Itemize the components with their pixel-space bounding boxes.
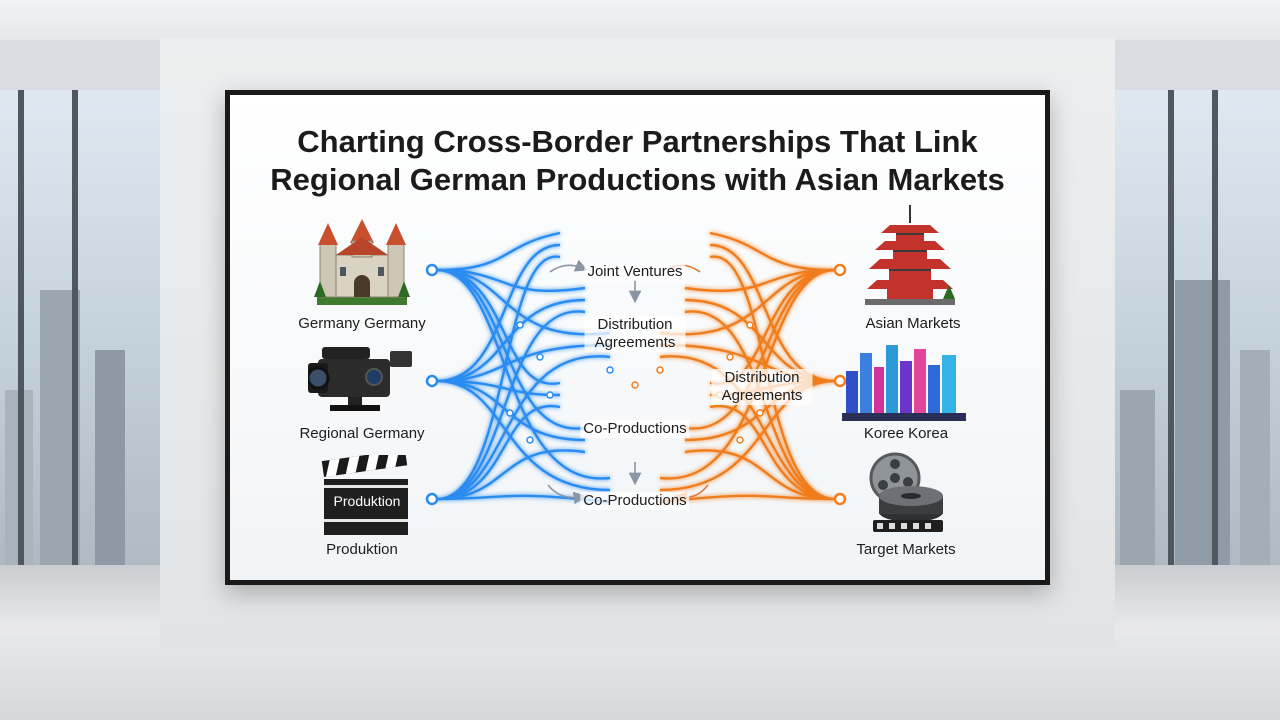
window-frame (1168, 90, 1174, 570)
right-node-label-3: Target Markets (856, 541, 956, 558)
left-node-label-2: Regional Germany (299, 425, 425, 442)
german-link-0-1 (436, 268, 586, 292)
asian-link-lines (659, 231, 836, 504)
junction-dot (536, 353, 544, 361)
clapperboard-text: Produktion (333, 493, 401, 509)
german-link-lines (436, 231, 611, 504)
asian-link-2-3 (709, 404, 836, 501)
window-frame (1212, 90, 1218, 570)
diagram-title: Charting Cross-Border Partnerships That … (230, 123, 1045, 199)
pagoda-icon (865, 205, 955, 305)
left-node-label-1: Germany Germany (298, 315, 426, 332)
window-frame (18, 90, 24, 570)
asian-link-0-0 (709, 231, 836, 272)
junction-dot (656, 366, 664, 374)
junction-dot (726, 353, 734, 361)
asian-link-1-0 (709, 243, 836, 383)
film-camera-icon (308, 347, 412, 411)
german-link-1-2 (436, 343, 611, 383)
asian-link-2-2 (659, 355, 836, 501)
co-productions-label-bottom: Co-Productions (580, 492, 690, 510)
junction-dot (546, 391, 554, 399)
window-frame (72, 90, 78, 570)
german-link-2-4 (436, 449, 586, 501)
german-link-0-5 (436, 268, 611, 480)
board-surface: Charting Cross-Border Partnerships That … (230, 95, 1045, 580)
german-link-1-5 (436, 379, 611, 492)
asian-link-0-4 (684, 268, 836, 430)
co-productions-label-middle: Co-Productions (580, 420, 690, 438)
network-diagram (425, 231, 847, 506)
left-node-label-3: Produktion (326, 541, 398, 558)
german-link-2-3 (436, 404, 561, 501)
left-window (0, 90, 160, 570)
right-window (1115, 90, 1280, 570)
junction-dots (506, 321, 764, 444)
german-link-1-3 (436, 379, 561, 397)
german-link-2-1 (436, 310, 586, 501)
title-line-2: Regional German Productions with Asian M… (270, 162, 1005, 197)
asian-link-2-4 (684, 449, 836, 501)
right-node-label-1: Asian Markets (865, 315, 961, 332)
asian-endpoint-nodes (833, 263, 847, 506)
joint-ventures-label: Joint Ventures (584, 263, 686, 281)
german-link-2-2 (436, 355, 611, 501)
distribution-agreements-label-left: Distribution Agreements (584, 316, 686, 352)
german-link-0-0 (436, 231, 561, 272)
film-reel-icon (869, 452, 943, 532)
distribution-agreements-label-right: Distribution Agreements (711, 369, 813, 405)
german-link-1-1 (436, 298, 586, 383)
german-link-1-0 (436, 243, 561, 383)
ceiling (0, 0, 1280, 40)
german-link-0-2 (436, 268, 611, 336)
german-link-1-4 (436, 379, 586, 442)
asian-link-0-2 (659, 268, 836, 336)
german-link-0-4 (436, 268, 586, 430)
junction-dot (526, 436, 534, 444)
german-endpoint-nodes (425, 263, 439, 506)
clapperboard-icon: Produktion (320, 455, 410, 537)
arrow-to-joint-ventures (549, 259, 588, 273)
junction-dot (746, 321, 754, 329)
junction-dot (756, 409, 764, 417)
junction-dot (606, 366, 614, 374)
asian-link-2-5 (659, 494, 836, 504)
german-link-2-0 (436, 255, 561, 501)
junction-dot (736, 436, 744, 444)
city-skyline-icon (842, 345, 966, 421)
presentation-board: Charting Cross-Border Partnerships That … (225, 90, 1050, 585)
right-node-label-2: Koree Korea (863, 425, 949, 442)
junction-dot (516, 321, 524, 329)
junction-dot (506, 409, 514, 417)
asian-link-0-1 (684, 268, 836, 292)
junction-dot (631, 381, 639, 389)
castle-icon (314, 219, 410, 305)
title-line-1: Charting Cross-Border Partnerships That … (297, 124, 978, 159)
arrow-to-co-productions (547, 484, 587, 505)
